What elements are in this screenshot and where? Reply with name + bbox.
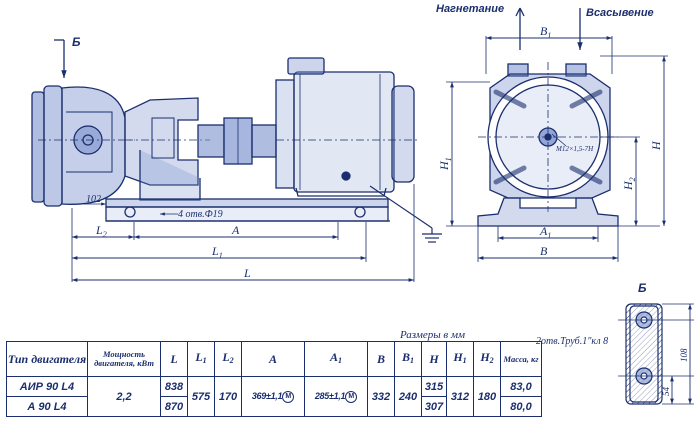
earth-symbol (369, 185, 442, 243)
row-mass: 80,0 (500, 396, 542, 417)
dim-h2-label: H2 (621, 177, 637, 191)
cell-b: 332 (367, 376, 395, 417)
dim-l-label: L (243, 266, 251, 280)
inlet-label: Всасывение (586, 7, 654, 19)
row-l: 838 (160, 376, 188, 397)
table-row: А 90 L4 870 307 80,0 (6, 396, 542, 417)
tolerance-mark-a1: М (345, 390, 358, 403)
row-type: А 90 L4 (6, 396, 88, 417)
cell-b1: 240 (394, 376, 422, 417)
header-l: L (160, 341, 188, 377)
header-a: A (241, 341, 305, 377)
header-b: B (367, 341, 395, 377)
dim-h-label: H (649, 140, 663, 151)
header-h1: H1 (446, 341, 474, 377)
dimensions-table: Тип двигателя Мощность двигателя, кВт L … (6, 341, 542, 417)
cell-h2: 180 (473, 376, 501, 417)
cell-h1: 312 (446, 376, 474, 417)
row-h: 307 (421, 396, 447, 417)
header-l2: L2 (214, 341, 242, 377)
pump-volute (31, 85, 135, 207)
thread-callout: M12×1,5-7H (555, 145, 594, 153)
row-h: 315 (421, 376, 447, 397)
dim-l1-label: L1 (211, 244, 223, 260)
section-marker-b (54, 39, 67, 78)
section-view-title: Б (638, 281, 647, 295)
dim-54-label: 54 (661, 387, 671, 397)
header-a1: A1 (304, 341, 368, 377)
row-mass: 83,0 (500, 376, 542, 397)
dim-108-label: 108 (679, 348, 689, 362)
header-b1: B1 (394, 341, 422, 377)
dim-102-label: 102 (86, 194, 101, 205)
row-type: АИР 90 L4 (6, 376, 88, 397)
end-view (446, 7, 668, 262)
row-l: 870 (160, 396, 188, 417)
thread-note: 2отв.Труб.1"кл 8 (536, 336, 609, 347)
header-mass: Масса, кг (500, 341, 542, 377)
dim-h1-label: H1 (437, 157, 453, 171)
tolerance-mark-a: М (282, 390, 295, 403)
mounting-holes-note: 4 отв.Ф19 (178, 209, 223, 220)
cell-l2: 170 (214, 376, 242, 417)
dim-b-label: B (540, 244, 548, 258)
cell-power: 2,2 (87, 376, 161, 417)
dim-a-label: A (231, 223, 240, 237)
dim-l2-label: L2 (95, 223, 107, 239)
dim-b1-label: B1 (540, 24, 551, 40)
table-header-row: Тип двигателя Мощность двигателя, кВт L … (6, 341, 542, 377)
cell-l1: 575 (187, 376, 215, 417)
units-note: Размеры в мм (400, 329, 465, 341)
dim-a1-label: A1 (539, 224, 551, 240)
side-view (31, 39, 442, 282)
coupling (197, 117, 277, 165)
header-l1: L1 (187, 341, 215, 377)
header-h: H (421, 341, 447, 377)
section-view (618, 303, 694, 405)
bearing-bracket (124, 97, 210, 201)
header-type: Тип двигателя (6, 341, 88, 377)
base-frame (105, 198, 390, 222)
outlet-label: Нагнетание (436, 3, 504, 15)
electric-motor (275, 57, 420, 197)
header-h2: H2 (473, 341, 501, 377)
header-power: Мощность двигателя, кВт (87, 341, 161, 377)
section-marker-label: Б (72, 35, 81, 49)
